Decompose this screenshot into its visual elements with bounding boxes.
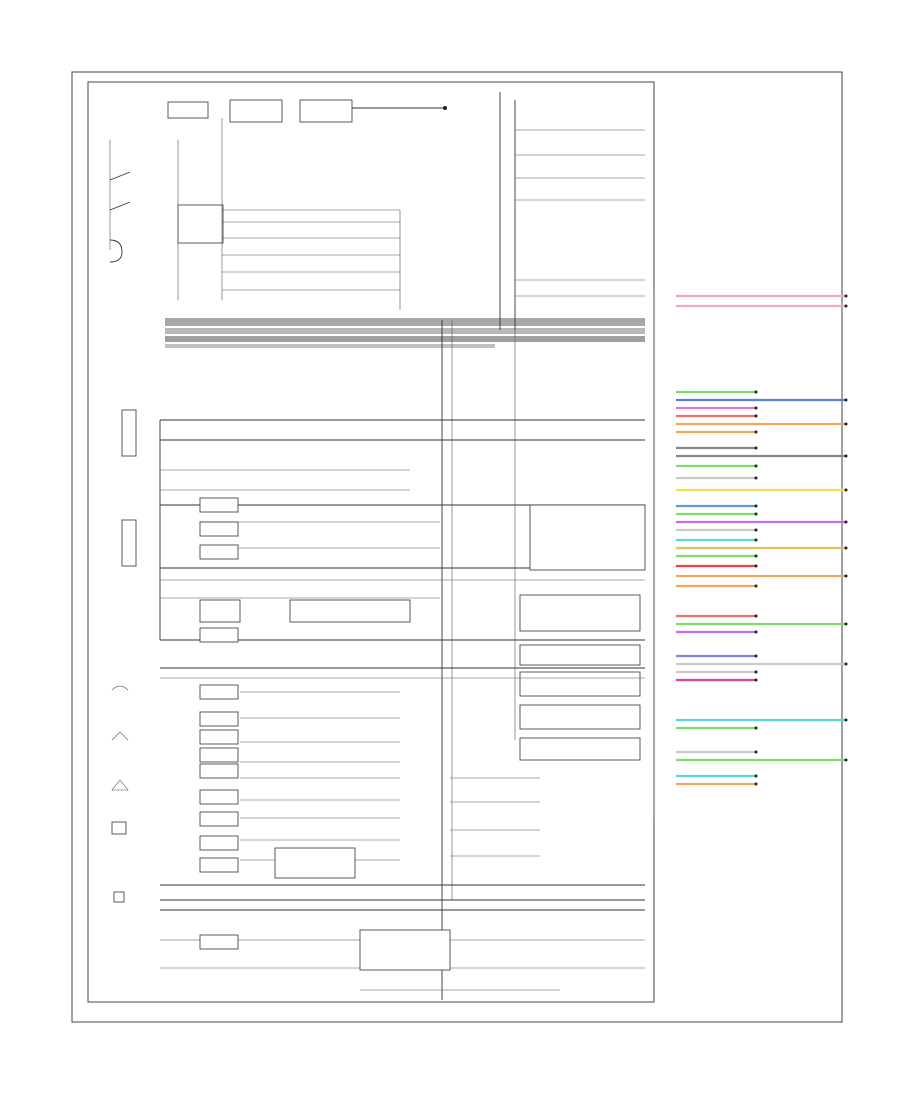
connector-box xyxy=(299,99,353,123)
wire-terminal xyxy=(754,430,758,434)
wire-terminal xyxy=(844,294,848,298)
wire-terminal xyxy=(754,476,758,480)
connector-box xyxy=(199,789,239,805)
connector-box xyxy=(121,519,137,567)
wire-terminal xyxy=(754,538,758,542)
wire-terminal xyxy=(754,504,758,508)
wire-terminal xyxy=(754,390,758,394)
wire-terminal xyxy=(754,726,758,730)
connector-box xyxy=(199,857,239,873)
junction-dot xyxy=(443,106,447,110)
wire-terminal xyxy=(844,488,848,492)
module-box xyxy=(289,599,411,623)
wire-terminal xyxy=(844,422,848,426)
module-box xyxy=(529,504,646,571)
wire-terminal xyxy=(754,414,758,418)
module-box xyxy=(519,594,641,632)
module-box xyxy=(519,704,641,730)
bus-bar xyxy=(165,344,495,348)
module-box xyxy=(519,671,641,697)
module-box xyxy=(359,929,451,971)
bus-bar-group xyxy=(165,318,645,348)
bus-bar xyxy=(165,318,645,326)
signal-lines-top xyxy=(222,129,645,310)
sensor-symbol xyxy=(111,685,129,691)
connector-box xyxy=(199,835,239,851)
connector-box xyxy=(199,497,239,513)
wire-terminal xyxy=(754,528,758,532)
wire-terminal xyxy=(844,520,848,524)
connector-box xyxy=(199,544,239,560)
connector-box xyxy=(199,521,239,537)
wire-terminal xyxy=(844,546,848,550)
mid-connectors xyxy=(199,497,646,761)
wire-terminal xyxy=(754,584,758,588)
wire-terminal xyxy=(844,454,848,458)
wire-terminal xyxy=(754,670,758,674)
bus-bar xyxy=(165,328,645,334)
wire-terminal xyxy=(844,304,848,308)
wire-terminal xyxy=(844,662,848,666)
switch-contact xyxy=(109,201,131,211)
coil-symbol xyxy=(109,239,123,263)
wire-terminal xyxy=(844,758,848,762)
connector-box xyxy=(199,729,239,745)
wire-terminal xyxy=(754,406,758,410)
sensor-symbol xyxy=(111,821,127,835)
wire-terminal xyxy=(754,750,758,754)
wire-terminal xyxy=(754,564,758,568)
connector-box xyxy=(199,684,239,700)
left-switches xyxy=(109,140,131,263)
wire-terminal xyxy=(754,464,758,468)
connector-box xyxy=(229,99,283,123)
switch-contact xyxy=(109,171,131,181)
connector-box xyxy=(199,599,241,623)
wire-terminal xyxy=(754,654,758,658)
sensor-symbol xyxy=(111,779,129,791)
connector-box xyxy=(199,811,239,827)
sensor-symbol xyxy=(113,891,125,903)
module-box xyxy=(274,847,356,879)
connector-box xyxy=(199,763,239,779)
lower-connectors xyxy=(199,684,451,971)
wire-color-legend xyxy=(676,294,848,786)
connector-box xyxy=(199,747,239,763)
wire-terminal xyxy=(754,512,758,516)
sensor-symbol xyxy=(111,731,129,741)
module-box xyxy=(519,737,641,761)
left-sensors xyxy=(111,685,129,903)
wire-terminal xyxy=(844,718,848,722)
top-connectors xyxy=(167,92,516,330)
module-box xyxy=(177,204,224,244)
wire-terminal xyxy=(844,574,848,578)
wire-terminal xyxy=(754,630,758,634)
wire-terminal xyxy=(754,614,758,618)
wire-terminal xyxy=(754,782,758,786)
bus-bar xyxy=(165,336,645,342)
connector-box xyxy=(199,711,239,727)
wire-terminal xyxy=(754,678,758,682)
signal-lines-lower xyxy=(160,667,645,991)
connector-box xyxy=(167,101,209,119)
wire-terminal xyxy=(844,622,848,626)
module-box xyxy=(519,644,641,666)
wire-terminal xyxy=(754,774,758,778)
connector-box xyxy=(199,934,239,950)
wire-terminal xyxy=(754,446,758,450)
wire-terminal xyxy=(754,554,758,558)
connector-box xyxy=(199,627,239,643)
connector-box xyxy=(121,409,137,457)
wire-terminal xyxy=(844,398,848,402)
